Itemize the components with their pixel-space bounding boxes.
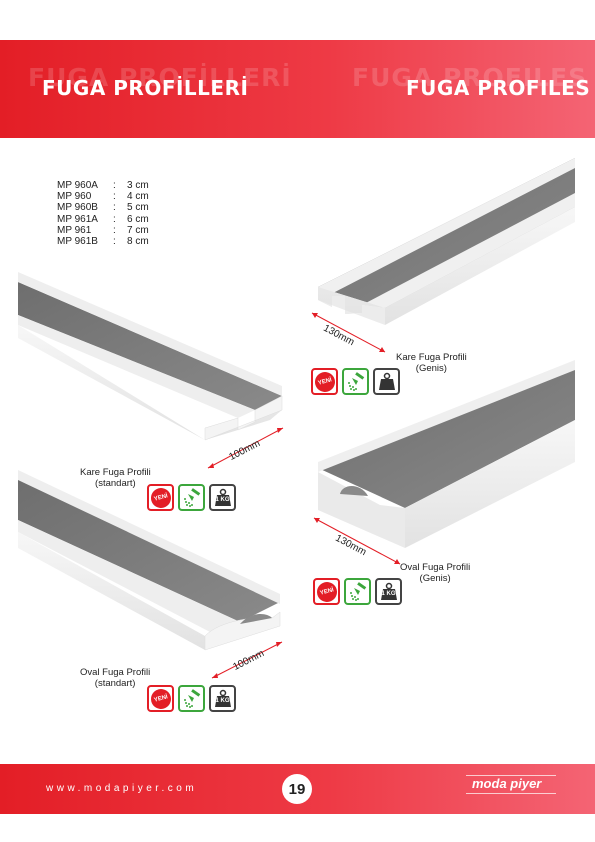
product-label: Kare Fuga Profili (Genis) <box>396 352 467 374</box>
weight-label: 1 KG <box>381 591 396 597</box>
product-variant: (Genis) <box>419 573 451 584</box>
weight-icon: 1 KG <box>209 685 236 712</box>
spec-code: MP 961 <box>57 224 92 236</box>
shower-icon <box>178 484 205 511</box>
shower-icon <box>178 685 205 712</box>
shower-icon <box>342 368 369 395</box>
new-badge: YENİ <box>311 368 338 395</box>
weight-label: 1 KG <box>215 497 230 503</box>
product-variant: (standart) <box>95 478 136 489</box>
profile-right-lip <box>362 193 575 308</box>
profile-kare-standart <box>18 272 283 441</box>
weight-icon: 1 KG <box>209 484 236 511</box>
spec-separator: : <box>113 236 116 248</box>
new-seal-icon: YENİ <box>148 485 173 510</box>
spec-code: MP 960 <box>57 191 92 203</box>
spec-separator: : <box>113 191 116 203</box>
page-title-tr: FUGA PROFİLLERİ <box>42 76 249 100</box>
shower-icon <box>344 578 371 605</box>
spec-row: MP 960:4 cm <box>57 191 149 202</box>
spec-separator: : <box>113 180 116 191</box>
spec-separator: : <box>113 202 116 214</box>
footer-banner: www.modapiyer.com 19 moda piyer <box>0 764 595 814</box>
new-seal-icon: YENİ <box>314 579 339 604</box>
dimension-arrow-1 <box>311 312 386 353</box>
brand-logo: moda piyer <box>472 776 542 791</box>
spec-row: MP 961A:6 cm <box>57 214 149 225</box>
product-name: Oval Fuga Profili <box>80 667 151 678</box>
spec-code: MP 961A <box>57 213 98 225</box>
new-badge: YENİ <box>147 685 174 712</box>
spec-code: MP 960A <box>57 180 98 191</box>
page-number: 19 <box>282 774 312 804</box>
feature-badges: YENİ 1 KG <box>147 685 236 712</box>
feature-badges: YENİ <box>311 368 400 395</box>
spec-separator: : <box>113 213 116 225</box>
product-variant: (Genis) <box>415 363 447 374</box>
weight-icon <box>373 368 400 395</box>
product-name: Kare Fuga Profili <box>80 467 151 478</box>
product-label: Oval Fuga Profili (Genis) <box>400 562 470 584</box>
spec-separator: : <box>113 224 116 236</box>
brand-divider <box>466 793 556 794</box>
spec-row: MP 960A:3 cm <box>57 180 149 191</box>
feature-badges: YENİ 1 KG <box>313 578 402 605</box>
product-variant: (standart) <box>94 678 136 689</box>
spec-row: MP 961B:8 cm <box>57 236 149 247</box>
weight-icon: 1 KG <box>375 578 402 605</box>
spec-row: MP 961:7 cm <box>57 225 149 236</box>
new-seal-icon: YENİ <box>148 686 173 711</box>
feature-badges: YENİ 1 KG <box>147 484 236 511</box>
product-name: Oval Fuga Profili <box>400 562 471 573</box>
new-seal-icon: YENİ <box>312 369 337 394</box>
size-spec-list: MP 960A:3 cm MP 960:4 cm MP 960B:5 cm MP… <box>57 180 149 247</box>
product-label: Oval Fuga Profili (standart) <box>80 667 150 689</box>
spec-size: 7 cm <box>127 224 149 236</box>
profile-oval-genis <box>318 360 575 548</box>
product-name: Kare Fuga Profili <box>396 352 467 363</box>
header-watermark-en: FUGA PROFILES <box>352 63 588 92</box>
product-label: Kare Fuga Profili (standart) <box>80 467 151 489</box>
header-watermark-tr: FUGA PROFİLLERİ <box>28 63 292 92</box>
profile-oval-standart <box>18 470 281 651</box>
spec-size: 6 cm <box>127 213 149 225</box>
profile-kare-genis <box>318 158 575 325</box>
spec-row: MP 960B:5 cm <box>57 202 149 213</box>
dimension-arrow-4 <box>211 641 283 679</box>
spec-size: 3 cm <box>127 180 149 191</box>
spec-size: 4 cm <box>127 191 149 203</box>
spec-code: MP 961B <box>57 236 98 248</box>
spec-size: 5 cm <box>127 202 149 214</box>
profile-left-lip <box>318 158 575 293</box>
dimension-arrow-2 <box>207 427 284 469</box>
brand-divider <box>466 775 556 776</box>
spec-size: 8 cm <box>127 236 149 248</box>
page-title-en: FUGA PROFILES <box>406 76 591 100</box>
dimension-arrow-3 <box>313 517 401 565</box>
new-badge: YENİ <box>313 578 340 605</box>
website-link[interactable]: www.modapiyer.com <box>46 783 198 794</box>
new-badge: YENİ <box>147 484 174 511</box>
spec-code: MP 960B <box>57 202 98 214</box>
weight-label: 1 KG <box>215 698 230 704</box>
header-banner: FUGA PROFİLLERİ FUGA PROFILES FUGA PROFİ… <box>0 40 595 138</box>
